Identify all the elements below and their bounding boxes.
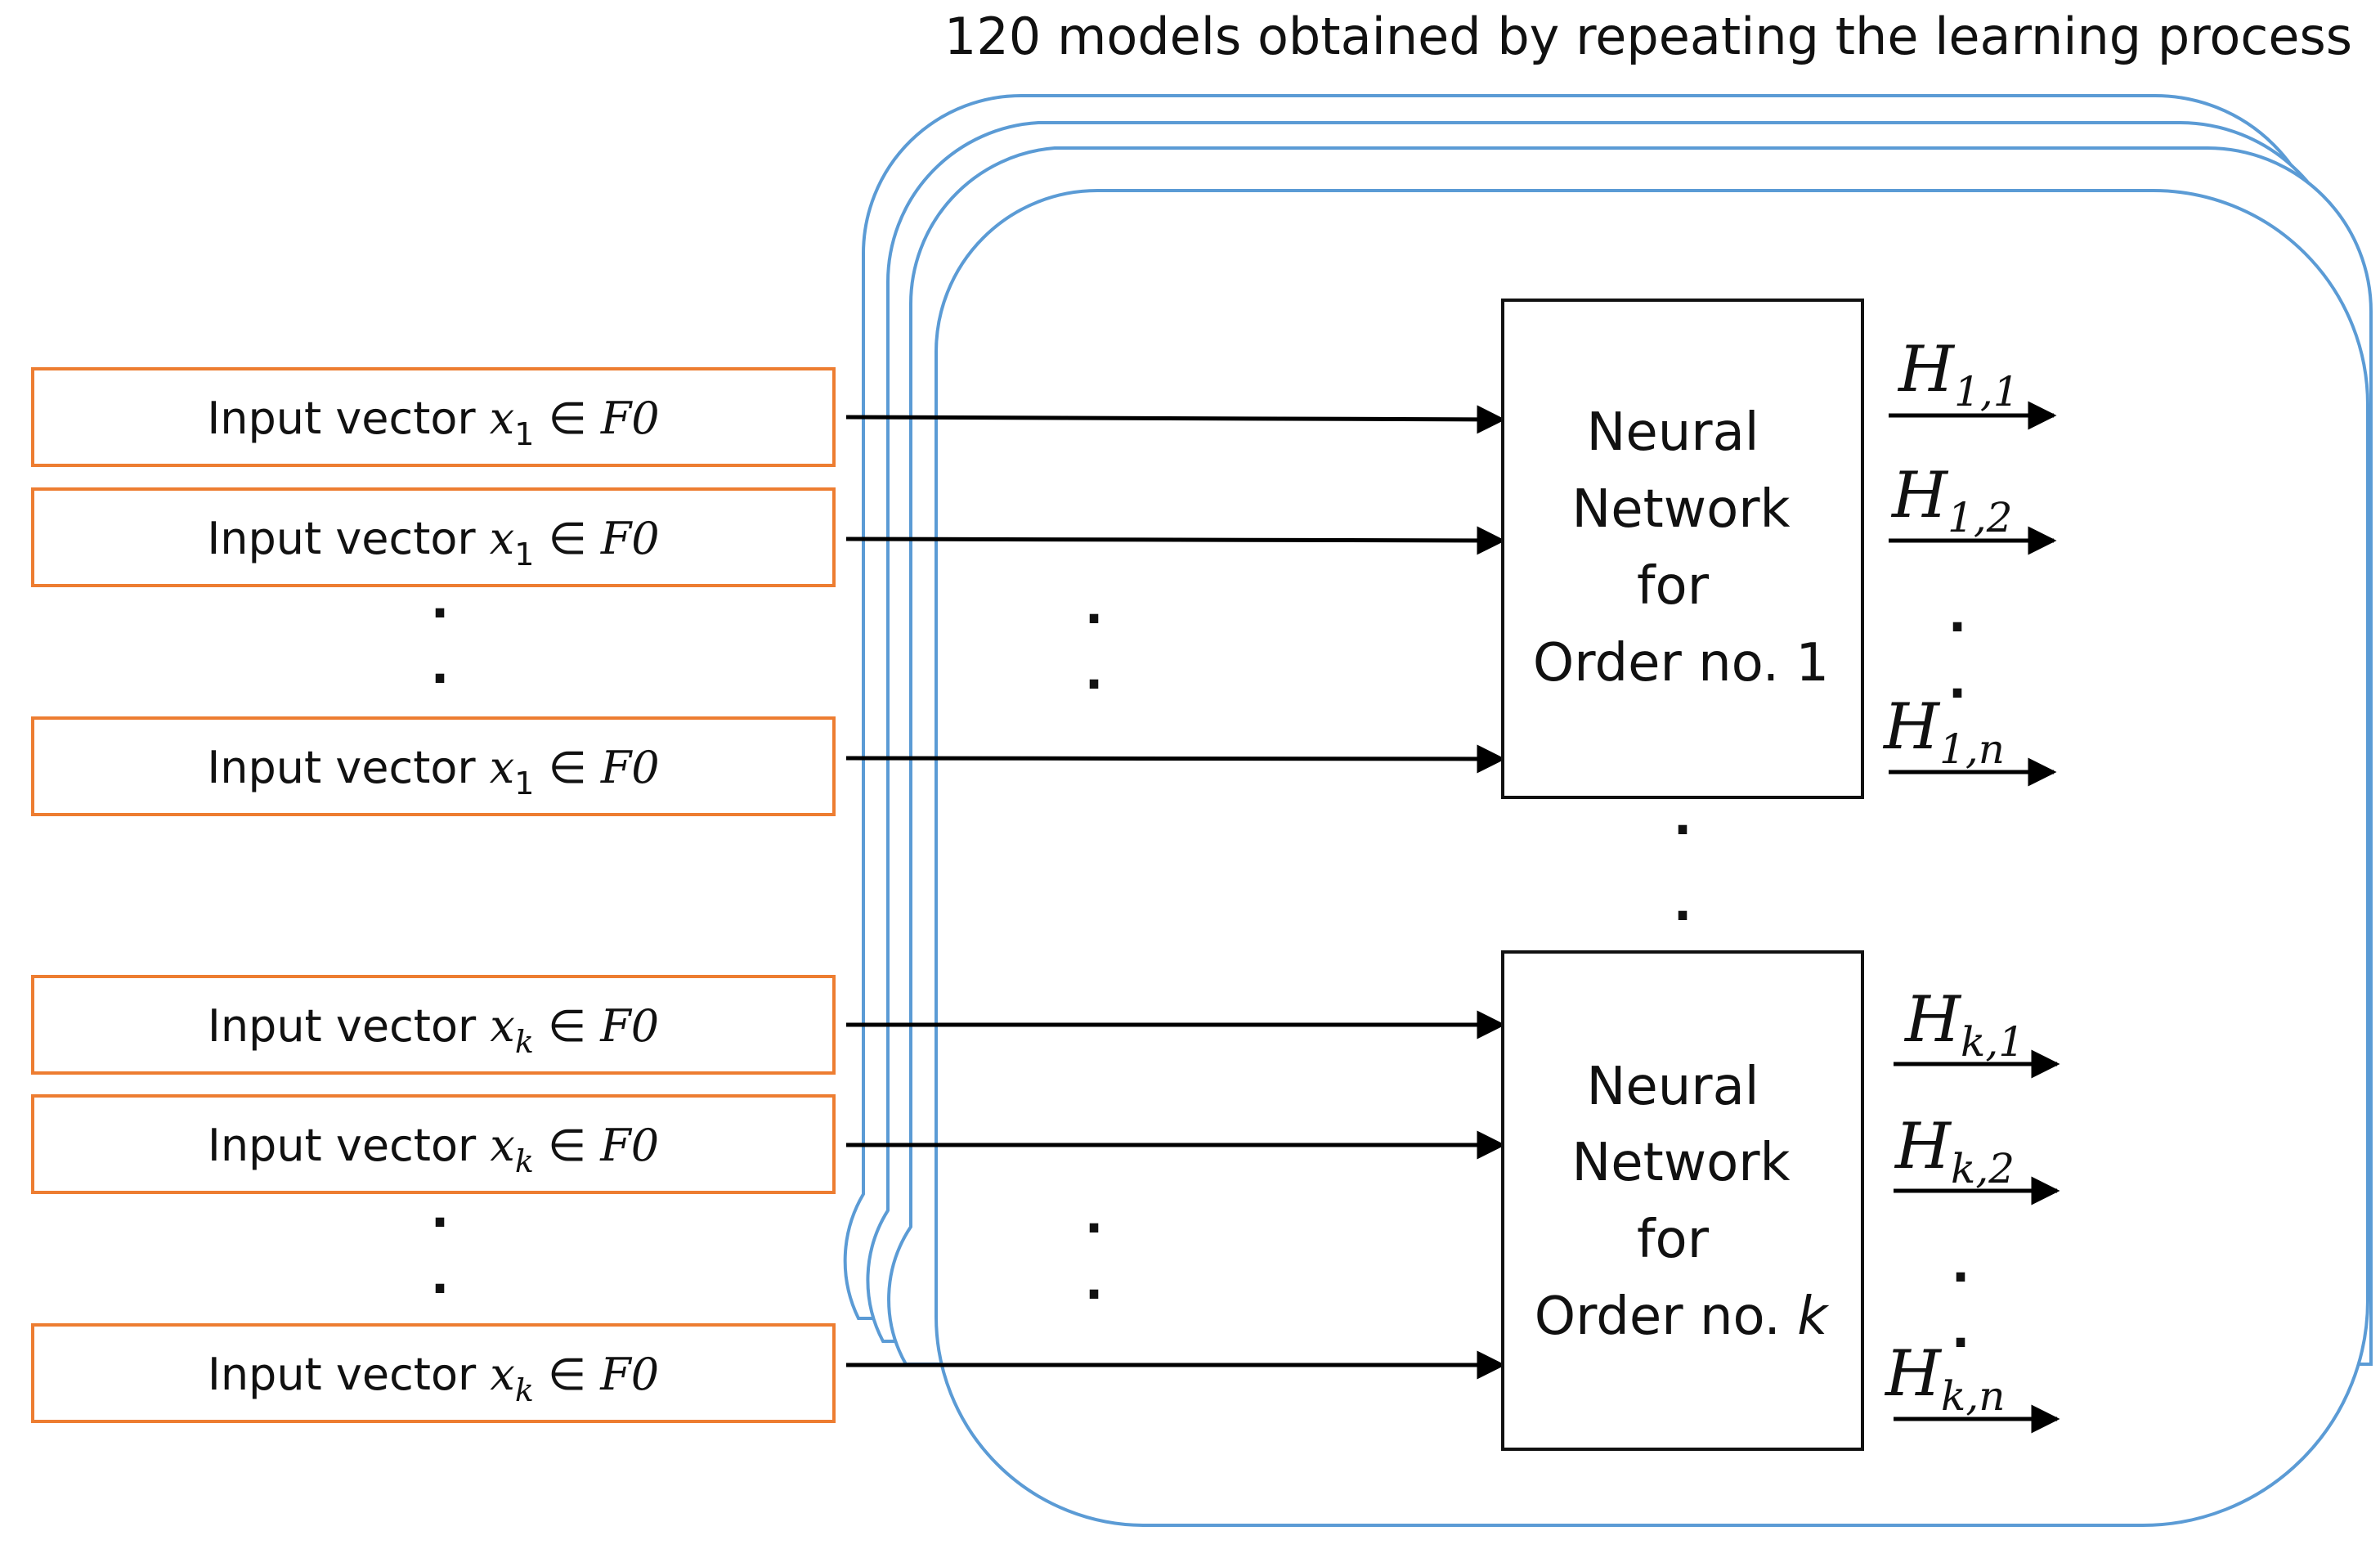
nn-line: Order no. k xyxy=(1535,1286,1831,1347)
nn-line: Network xyxy=(1571,479,1790,540)
ellipsis-dot: · xyxy=(1085,1200,1104,1257)
input-box xyxy=(31,975,836,1075)
ellipsis-dot: · xyxy=(1085,590,1104,648)
input-box xyxy=(31,1094,836,1194)
output-label: Hk,2 xyxy=(1894,1110,2015,1192)
ellipsis-dot: · xyxy=(1085,1266,1104,1323)
arrow-ellipsis: · · · · xyxy=(1085,590,1104,1323)
nn-line: Order no. 1 xyxy=(1533,633,1829,694)
input-box xyxy=(31,716,836,816)
output-arrows xyxy=(1889,401,2060,1434)
nn-line: for xyxy=(1637,1210,1710,1270)
output-ellipsis: · · · · xyxy=(1948,599,1970,1372)
ellipsis-dot: · xyxy=(1674,887,1692,945)
nn-line: Neural xyxy=(1586,402,1759,463)
output-labels: H1,1 H1,2 H1,n Hk,1 Hk,2 Hk,n xyxy=(1882,333,2024,1420)
input-label: Input vector x1 ∈ F0 xyxy=(207,513,659,572)
neural-network-box xyxy=(1501,950,1864,1451)
input-labels: Input vector x1 ∈ F0 Input vector x1 ∈ F… xyxy=(207,393,659,1408)
ellipsis-dot: · xyxy=(1674,801,1692,859)
ellipsis-dot: · xyxy=(431,650,450,707)
input-boxes xyxy=(31,367,836,1423)
nn-line: for xyxy=(1637,556,1710,617)
input-box xyxy=(31,487,836,587)
nn-line: Neural xyxy=(1586,1057,1759,1117)
input-box xyxy=(31,367,836,467)
input-label: Input vector xk ∈ F0 xyxy=(208,1120,659,1179)
nn-line: Network xyxy=(1571,1133,1790,1193)
output-label: Hk,n xyxy=(1884,1337,2005,1420)
neural-network-k: Neural Network for Order no. k xyxy=(1501,950,1864,1451)
ellipsis-dot: · xyxy=(1948,665,1967,722)
ellipsis-dot: · xyxy=(1952,1249,1970,1306)
input-arrow xyxy=(845,405,1506,434)
ellipsis-dot: · xyxy=(431,585,450,642)
ellipsis-dot: · xyxy=(431,1260,450,1318)
diagram-title: 120 models obtained by repeating the lea… xyxy=(944,7,2352,66)
ellipsis-dot: · xyxy=(1948,599,1967,656)
ellipsis-dot: · xyxy=(1085,656,1104,713)
input-ellipsis: · · · · xyxy=(431,585,450,1318)
ellipsis-dot: · xyxy=(431,1194,450,1251)
output-label: Hk,1 xyxy=(1903,983,2024,1066)
output-label: H1,1 xyxy=(1897,333,2019,415)
output-label: H1,n xyxy=(1882,690,2005,773)
input-label: Input vector x1 ∈ F0 xyxy=(207,742,659,801)
input-arrow xyxy=(845,744,1506,774)
output-label: H1,2 xyxy=(1890,459,2013,541)
input-arrow xyxy=(845,526,1506,555)
ellipsis-dot: · xyxy=(1952,1314,1970,1372)
input-box xyxy=(31,1323,836,1423)
input-label: Input vector x1 ∈ F0 xyxy=(207,393,659,452)
neural-network-box xyxy=(1501,299,1864,799)
neural-network-1: Neural Network for Order no. 1 xyxy=(1501,299,1864,799)
network-ellipsis: · · xyxy=(1674,801,1692,945)
input-label: Input vector xk ∈ F0 xyxy=(208,1000,659,1060)
input-arrows xyxy=(845,405,1506,1380)
input-label: Input vector xk ∈ F0 xyxy=(208,1349,659,1408)
